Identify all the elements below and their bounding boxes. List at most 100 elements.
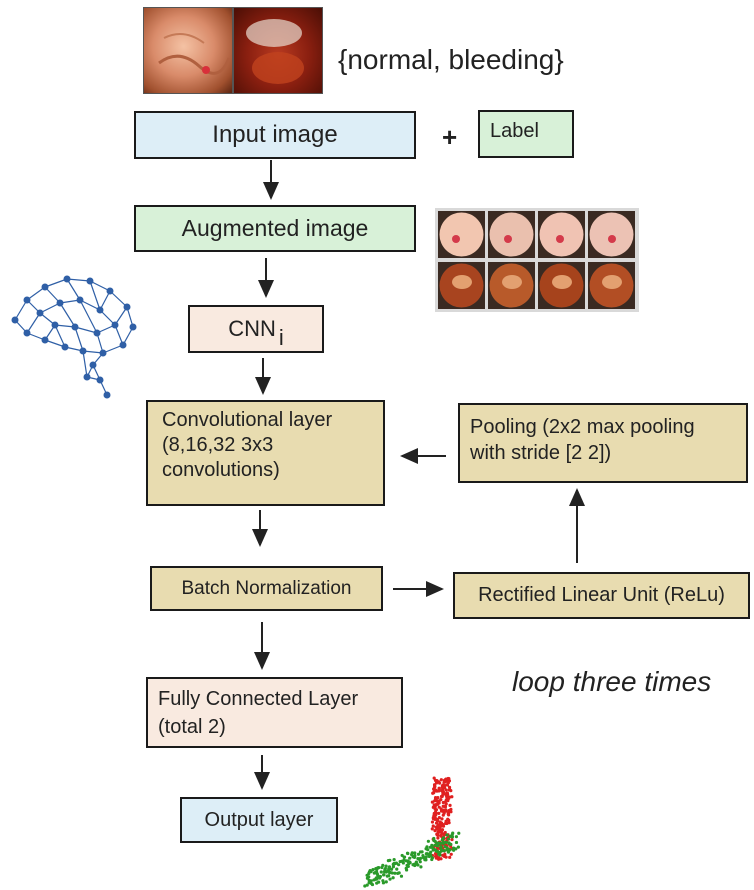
brain-edge: [39, 302, 61, 314]
scatter-point-red: [437, 811, 441, 815]
scatter-point-green: [367, 870, 372, 874]
brain-edge: [66, 278, 81, 301]
brain-node: [106, 287, 114, 295]
scatter-point-red: [441, 804, 445, 808]
scatter-point-red: [442, 833, 446, 837]
scatter-point-red: [443, 786, 447, 790]
scatter-point-red: [440, 784, 444, 788]
augmented-thumbnail-lumen: [439, 212, 484, 257]
scatter-point-green: [448, 848, 452, 852]
scatter-point-green: [373, 870, 378, 874]
output-layer-label: Output layer: [204, 808, 314, 831]
scatter-point-red: [439, 807, 443, 811]
scatter-point-green: [447, 842, 452, 846]
scatter-point-red: [449, 852, 453, 856]
scatter-point-green: [393, 871, 397, 875]
brain-edge: [74, 326, 84, 352]
brain-edge: [99, 290, 111, 311]
brain-node: [79, 347, 87, 355]
fully-connected-box: Fully Connected Layer (total 2): [146, 677, 403, 748]
scatter-point-green: [416, 852, 421, 856]
augmented-thumbnail-spot: [452, 235, 460, 243]
scatter-point-green: [445, 848, 449, 852]
scatter-point-green: [392, 857, 396, 862]
relu-box: Rectified Linear Unit (ReLu): [453, 572, 750, 619]
scatter-point-red: [448, 809, 452, 813]
scatter-point-red: [440, 817, 444, 821]
scatter-point-red: [445, 791, 450, 795]
scatter-point-green: [384, 869, 388, 874]
brain-node: [86, 277, 94, 285]
brain-edge: [89, 280, 101, 311]
brain-node: [23, 329, 31, 337]
scatter-point-green: [387, 865, 392, 869]
scatter-point-red: [434, 803, 438, 807]
brain-node: [93, 329, 101, 337]
scatter-point-red: [450, 837, 454, 842]
brain-node: [111, 321, 119, 329]
augmented-thumbnail-spot: [504, 235, 512, 243]
scatter-point-red: [447, 821, 451, 825]
scatter-point-green: [407, 860, 412, 864]
scatter-point-green: [418, 850, 423, 854]
scatter-point-green: [375, 881, 379, 885]
augmented-thumbnail-spot: [502, 275, 522, 289]
scatter-point-green: [424, 858, 428, 862]
brain-node: [71, 323, 79, 331]
scatter-point-green: [395, 867, 399, 871]
loop-annotation: loop three times: [512, 666, 712, 697]
scatter-point-green: [404, 868, 409, 872]
scatter-point-red: [431, 824, 435, 828]
scatter-point-green: [377, 866, 381, 870]
brain-node: [83, 373, 91, 381]
scatter-point-green: [391, 876, 395, 880]
scatter-point-green: [426, 839, 430, 843]
scatter-point-red: [430, 827, 434, 831]
brain-node: [63, 275, 71, 283]
brain-edge: [99, 309, 116, 326]
pooling-box: Pooling (2x2 max pooling with stride [2 …: [458, 403, 748, 483]
scatter-point-red: [442, 810, 446, 814]
scatter-point-green: [387, 871, 392, 875]
brain-edge: [102, 344, 124, 354]
brain-node: [41, 283, 49, 291]
scatter-point-red: [437, 824, 441, 829]
scatter-point-red: [438, 781, 442, 785]
convolutional-layer-box: Convolutional layer (8,16,32 3x3 convolu…: [146, 400, 385, 506]
scatter-point-red: [447, 813, 451, 817]
brain-edge: [114, 324, 124, 346]
brain-edge: [79, 299, 101, 311]
scatter-point-red: [443, 800, 447, 804]
scatter-point-green: [386, 859, 390, 863]
input-image-label: Input image: [212, 121, 338, 148]
scatter-point-green: [424, 855, 428, 859]
augmented-image-grid: [435, 208, 639, 312]
scatter-point-red: [448, 803, 452, 807]
scatter-point-red: [446, 776, 450, 781]
scatter-point-red: [438, 820, 442, 824]
augmented-thumbnail-lumen: [539, 212, 584, 257]
scatter-point-red: [433, 785, 437, 790]
scatter-point-green: [369, 881, 373, 886]
brain-edge: [74, 326, 98, 334]
scatter-point-red: [444, 788, 448, 792]
scatter-point-green: [446, 850, 451, 854]
brain-edge: [44, 339, 66, 348]
input-image-box: Input image: [134, 111, 416, 159]
scatter-point-red: [433, 829, 437, 833]
brain-edge: [66, 278, 91, 282]
scatter-point-green: [397, 871, 401, 875]
scatter-point-red: [444, 855, 448, 859]
scatter-point-green: [437, 852, 441, 856]
scatter-point-red: [441, 853, 445, 857]
scatter-point-green: [439, 841, 443, 845]
scatter-point-green: [430, 843, 434, 847]
scatter-point-red: [433, 778, 438, 783]
brain-edge: [82, 350, 88, 378]
scatter-point-red: [447, 818, 451, 822]
endoscopy-normal-image: [143, 7, 233, 94]
scatter-point-red: [430, 800, 434, 804]
augmented-thumbnail-lumen: [589, 212, 634, 257]
label-box: Label: [478, 110, 574, 158]
scatter-point-green: [434, 849, 438, 853]
